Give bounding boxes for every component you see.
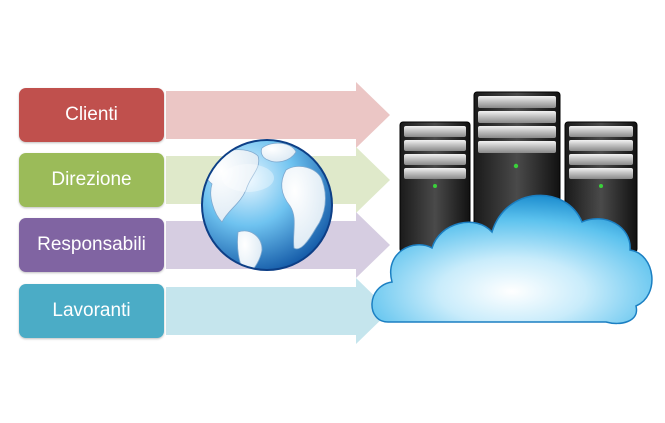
category-label-direzione: Direzione	[51, 169, 132, 190]
arrow-lavoranti	[166, 278, 390, 344]
category-label-clienti: Clienti	[65, 104, 118, 125]
server-left	[399, 121, 471, 253]
category-box-responsabili: Responsabili	[19, 218, 164, 272]
arrow-clienti	[166, 82, 390, 148]
server-right	[564, 121, 638, 253]
category-box-direzione: Direzione	[19, 153, 164, 207]
category-label-responsabili: Responsabili	[37, 234, 146, 255]
category-box-clienti: Clienti	[19, 88, 164, 142]
server-rack-icon	[399, 91, 638, 253]
category-box-lavoranti: Lavoranti	[19, 284, 164, 338]
cloud-icon	[371, 194, 653, 325]
globe-icon	[201, 139, 333, 271]
category-label-lavoranti: Lavoranti	[52, 300, 131, 321]
